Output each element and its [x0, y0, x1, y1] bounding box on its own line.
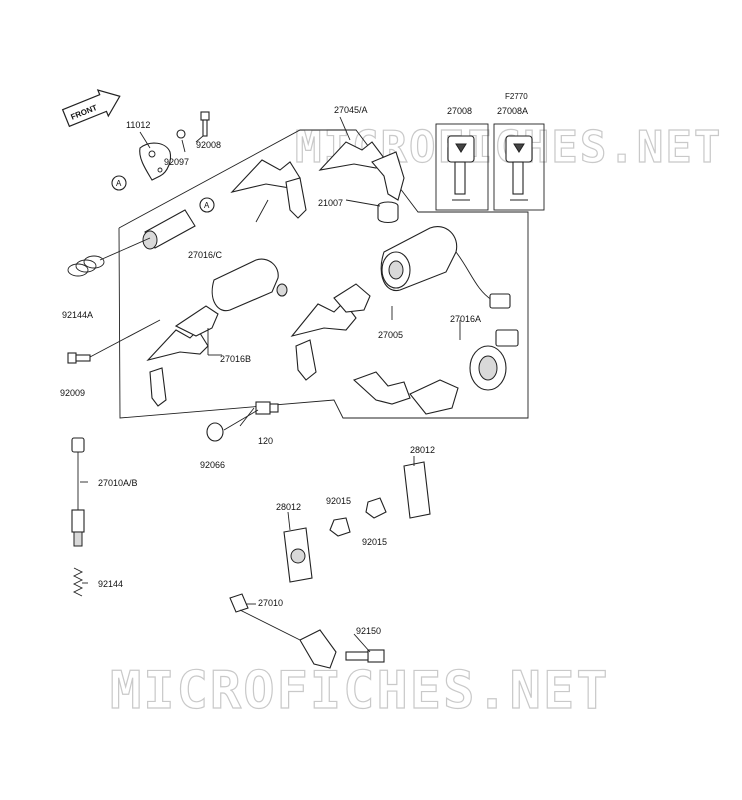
label-92015-right: 92015	[362, 537, 387, 547]
label-27016a: 27016A	[450, 314, 481, 324]
label-92144: 92144	[98, 579, 123, 589]
ignition-switch-27005-icon	[380, 226, 511, 309]
front-arrow-icon: FRONT	[61, 89, 121, 128]
bolt-120-icon	[255, 401, 279, 415]
assembly-outline	[118, 129, 529, 419]
label-27008a: 27008A	[497, 106, 528, 116]
label-28012-upper: 28012	[410, 445, 435, 455]
figure-code: F2770	[505, 92, 528, 101]
label-27016c: 27016/C	[188, 250, 223, 260]
callout-a-left: A	[111, 175, 127, 191]
switch-27010ab-icon	[71, 437, 85, 547]
label-92144a: 92144A	[62, 310, 93, 320]
screw-92009-icon	[67, 352, 91, 364]
label-92008: 92008	[196, 140, 221, 150]
bolt-92150-icon	[345, 649, 385, 663]
label-21007: 21007	[318, 198, 343, 208]
label-27016b: 27016B	[220, 354, 251, 364]
watermark-bottom: MICROFICHES.NET	[110, 661, 610, 721]
spring-92144-icon	[72, 567, 84, 597]
switch-27010-icon	[229, 593, 337, 669]
nut-92015-left-icon	[329, 517, 351, 537]
label-27008: 27008	[447, 106, 472, 116]
washer-92097-icon	[176, 129, 186, 139]
cap-21007-icon	[377, 201, 399, 224]
label-92066: 92066	[200, 460, 225, 470]
label-27045a: 27045/A	[334, 105, 368, 115]
label-120: 120	[258, 436, 273, 446]
key-blank-box-27008a	[493, 123, 545, 211]
key-blank-27008-icon	[447, 135, 475, 201]
nut-92015-right-icon	[365, 497, 387, 519]
label-92150: 92150	[356, 626, 381, 636]
label-11012: 11012	[126, 120, 150, 130]
fuel-cap-lock-27016a-icon	[469, 329, 519, 391]
key-blank-27008a-icon	[505, 135, 533, 201]
label-92009: 92009	[60, 388, 85, 398]
label-92015-left: 92015	[326, 496, 351, 506]
key-27005-icon	[290, 283, 371, 381]
key-27016b-icon	[146, 305, 219, 407]
callout-a-mid: A	[199, 197, 215, 213]
label-28012-lower: 28012	[276, 502, 301, 512]
key-27045a-icon	[318, 141, 405, 201]
svg-text:A: A	[204, 201, 210, 210]
bolt-92008-icon	[200, 111, 210, 137]
plate-28012-lower-icon	[283, 527, 313, 583]
key-27016a-icon	[352, 371, 459, 415]
spring-92144a-icon	[67, 255, 105, 277]
label-92097: 92097	[164, 157, 189, 167]
plate-28012-upper-icon	[403, 461, 431, 519]
label-27005: 27005	[378, 330, 403, 340]
key-blank-box-27008	[435, 123, 489, 211]
label-27010ab: 27010A/B	[98, 478, 138, 488]
lock-cylinder-27016c-icon	[142, 209, 196, 250]
key-27016c-icon	[230, 159, 307, 219]
svg-text:A: A	[116, 179, 122, 188]
plate-11012-icon	[139, 142, 172, 181]
grommet-92066-icon	[206, 422, 224, 442]
label-27010: 27010	[258, 598, 283, 608]
seat-lock-27016b-icon	[211, 258, 288, 312]
